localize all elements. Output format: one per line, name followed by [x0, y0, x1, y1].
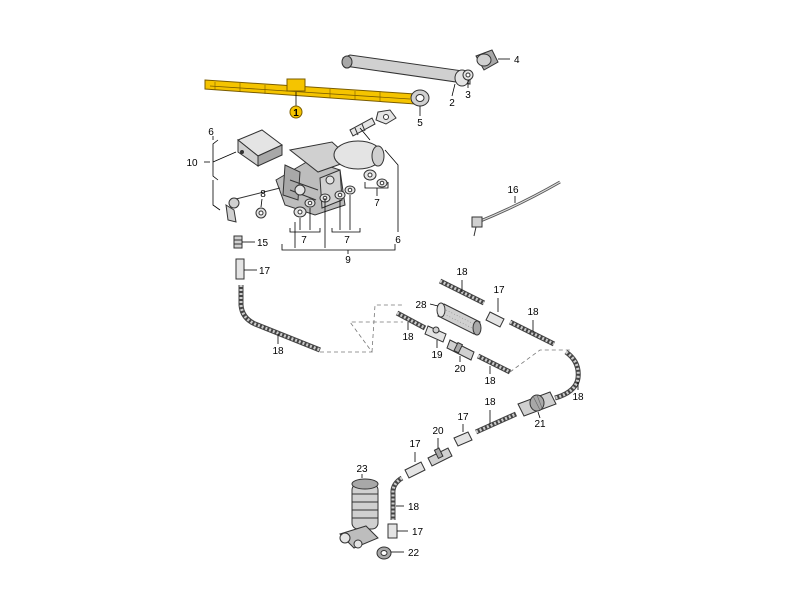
callout-15: 15: [257, 238, 269, 249]
callout-6-lower: 6: [395, 235, 401, 246]
callout-18-pump: 18: [408, 502, 420, 513]
motor-shaft[interactable]: [349, 117, 376, 137]
wiper-arm[interactable]: [341, 54, 471, 87]
linkage-rod[interactable]: [225, 187, 281, 223]
callout-18-far-right: 18: [572, 392, 584, 403]
callout-9: 9: [345, 255, 351, 266]
callout-22: 22: [408, 548, 420, 559]
hose-segment-right[interactable]: [508, 319, 556, 347]
hose-segment-mid-lower[interactable]: [476, 353, 512, 375]
shaft-nut[interactable]: [375, 109, 397, 125]
protective-sleeve[interactable]: [436, 302, 482, 336]
callout-2: 2: [449, 98, 455, 109]
callout-28: 28: [415, 300, 427, 311]
hose-sleeve-lower-left[interactable]: [404, 461, 426, 479]
nut[interactable]: [462, 69, 474, 81]
callout-7-right: 7: [374, 198, 380, 209]
inline-filter[interactable]: [517, 391, 557, 417]
hose-sleeve-middle[interactable]: [485, 311, 505, 328]
callout-6-upper: 6: [208, 127, 214, 138]
hose-connector-left[interactable]: [233, 235, 243, 249]
callout-10: 10: [186, 158, 198, 169]
callout-21: 21: [534, 419, 546, 430]
callout-18-mid-left: 18: [402, 332, 414, 343]
callout-18-top: 18: [456, 267, 468, 278]
grommet[interactable]: [410, 89, 430, 107]
callout-19: 19: [431, 350, 443, 361]
hose-sleeve-left[interactable]: [235, 258, 245, 280]
callout-5: 5: [417, 118, 423, 129]
callout-18-left: 18: [272, 346, 284, 357]
control-unit[interactable]: [237, 129, 283, 167]
hose-segment-mid-left[interactable]: [395, 310, 427, 331]
washer-nut-set[interactable]: [255, 169, 388, 219]
callout-17-lower-left: 17: [409, 439, 421, 450]
check-valve-middle[interactable]: [446, 339, 475, 361]
callout-18-mid-lower: 18: [484, 376, 496, 387]
t-connector[interactable]: [424, 325, 447, 343]
pump-grommet[interactable]: [376, 546, 392, 560]
callout-7-middle: 7: [344, 235, 350, 246]
callout-16: 16: [507, 185, 519, 196]
cable-tie[interactable]: [471, 180, 561, 237]
callout-20-lower: 20: [432, 426, 444, 437]
callout-3: 3: [465, 90, 471, 101]
callout-20-middle: 20: [454, 364, 466, 375]
washer-hose-right[interactable]: [554, 349, 581, 401]
callout-4: 4: [514, 55, 520, 66]
callout-badge-1: [289, 105, 303, 119]
callout-1: 1: [293, 108, 299, 119]
callout-8: 8: [260, 189, 266, 200]
hose-to-pump[interactable]: [390, 475, 404, 520]
hose-segment-lower-right[interactable]: [474, 411, 518, 435]
callout-17-pump: 17: [412, 527, 424, 538]
callout-17-left: 17: [259, 266, 271, 277]
callout-18-lower-right: 18: [484, 397, 496, 408]
callout-7-left: 7: [301, 235, 307, 246]
washer-pump[interactable]: [339, 478, 379, 549]
callout-17-lower-right: 17: [457, 412, 469, 423]
callout-18-right: 18: [527, 307, 539, 318]
callout-23: 23: [356, 464, 368, 475]
hose-sleeve-pump[interactable]: [387, 523, 398, 539]
wiper-blade[interactable]: [204, 78, 416, 105]
washer-hose-left[interactable]: [238, 285, 321, 353]
cap[interactable]: [475, 49, 499, 71]
callout-17-middle: 17: [493, 285, 505, 296]
hose-sleeve-lower-right[interactable]: [453, 431, 473, 447]
check-valve-lower[interactable]: [427, 447, 453, 467]
